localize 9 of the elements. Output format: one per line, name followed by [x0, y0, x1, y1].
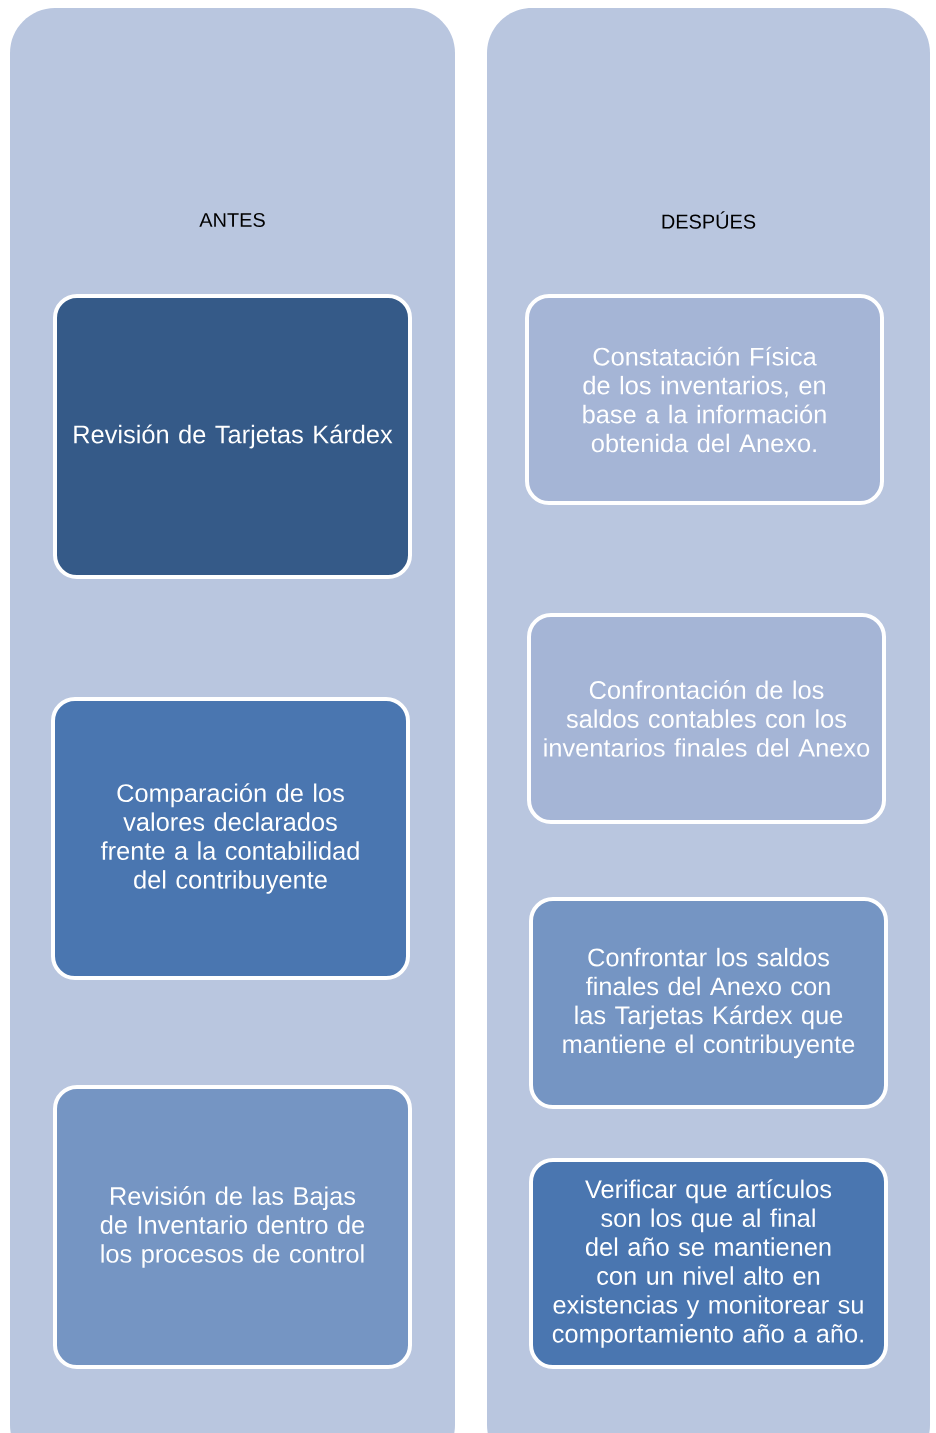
column-heading: ANTES	[199, 212, 265, 228]
process-box: Revisión de las Bajas de Inventario dentro de los procesos de control	[53, 1085, 412, 1369]
process-box: Verificar que artículos son los que al final del año se mantienen con un nivel alto en existencias y monitorear su comportamiento año a año.	[529, 1158, 888, 1369]
process-box: Confrontación de los saldos contables con los inventarios finales del Anexo	[527, 613, 886, 824]
column-heading: DESPÚES	[662, 211, 756, 229]
process-box: Comparación de los valores declarados frente a la contabilidad del contribuyente	[51, 697, 410, 980]
process-box: Revisión de Tarjetas Kárdex	[53, 294, 412, 579]
process-box: Confrontar los saldos finales del Anexo con las Tarjetas Kárdex que mantiene el contribuyente	[529, 897, 888, 1109]
process-box: Constatación Física de los inventarios, en base a la información obtenida del Anexo.	[525, 294, 884, 505]
